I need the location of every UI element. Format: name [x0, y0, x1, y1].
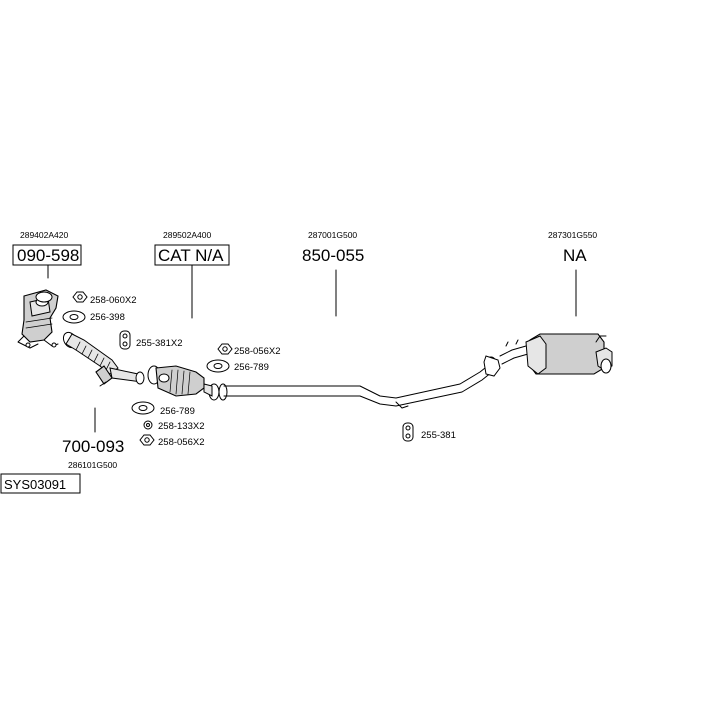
oe-number-front-pipe: 286101G500 [68, 460, 117, 470]
part-label: 258-060X2 [90, 295, 136, 306]
part-item[interactable]: 258-133X2 [143, 420, 204, 432]
part-item[interactable]: 258-056X2 [217, 343, 280, 357]
part-label: 256-398 [90, 312, 125, 323]
part-label: 255-381 [421, 430, 456, 441]
main-number-center-pipe[interactable]: 850-055 [302, 246, 364, 265]
part-label: 258-056X2 [158, 437, 204, 448]
part-item[interactable]: 255-381X2 [119, 330, 182, 350]
part-item[interactable]: 255-381 [402, 422, 456, 442]
group-catalyst: 289502A400 CAT N/A [154, 230, 230, 319]
catalyst-drawing[interactable] [147, 365, 220, 401]
front-pipe-drawing[interactable] [61, 330, 145, 387]
oe-number-center-pipe: 287001G500 [308, 230, 357, 240]
oe-number-rear-silencer: 287301G550 [548, 230, 597, 240]
main-number-front-pipe[interactable]: 700-093 [62, 437, 124, 456]
group-front-pipe: 700-093 286101G500 [62, 407, 124, 470]
part-item[interactable]: 256-789 [131, 401, 195, 417]
main-number-catalyst[interactable]: CAT N/A [158, 246, 224, 265]
part-item[interactable]: 256-789 [206, 359, 269, 373]
system-number-label[interactable]: SYS03091 [4, 477, 66, 492]
part-label: 258-056X2 [234, 346, 280, 357]
part-label: 255-381X2 [136, 338, 182, 349]
center-pipe-drawing[interactable] [218, 355, 501, 409]
rubber-mount-icon [402, 422, 414, 442]
system-number: SYS03091 [0, 473, 81, 494]
group-center-pipe: 287001G500 850-055 [302, 230, 364, 317]
main-number-box [12, 244, 82, 266]
rubber-mount-icon [119, 330, 131, 350]
manifold-catalyst-drawing[interactable] [17, 289, 59, 349]
part-label: 258-133X2 [158, 421, 204, 432]
group-manifold-catalyst: 289402A420 090-598 [12, 230, 82, 279]
system-number-box [0, 473, 81, 494]
oe-number-manifold: 289402A420 [20, 230, 68, 240]
oe-number-catalyst: 289502A400 [163, 230, 211, 240]
part-item[interactable]: 258-056X2 [139, 434, 204, 448]
group-rear-silencer: 287301G550 NA [548, 230, 597, 317]
main-number-manifold[interactable]: 090-598 [17, 246, 79, 265]
part-item[interactable]: 258-060X2 [72, 291, 136, 306]
rear-silencer-drawing[interactable] [499, 333, 613, 375]
part-label: 256-789 [234, 362, 269, 373]
main-number-rear-silencer[interactable]: NA [563, 246, 587, 265]
part-label: 256-789 [160, 406, 195, 417]
part-item[interactable]: 256-398 [62, 310, 125, 324]
